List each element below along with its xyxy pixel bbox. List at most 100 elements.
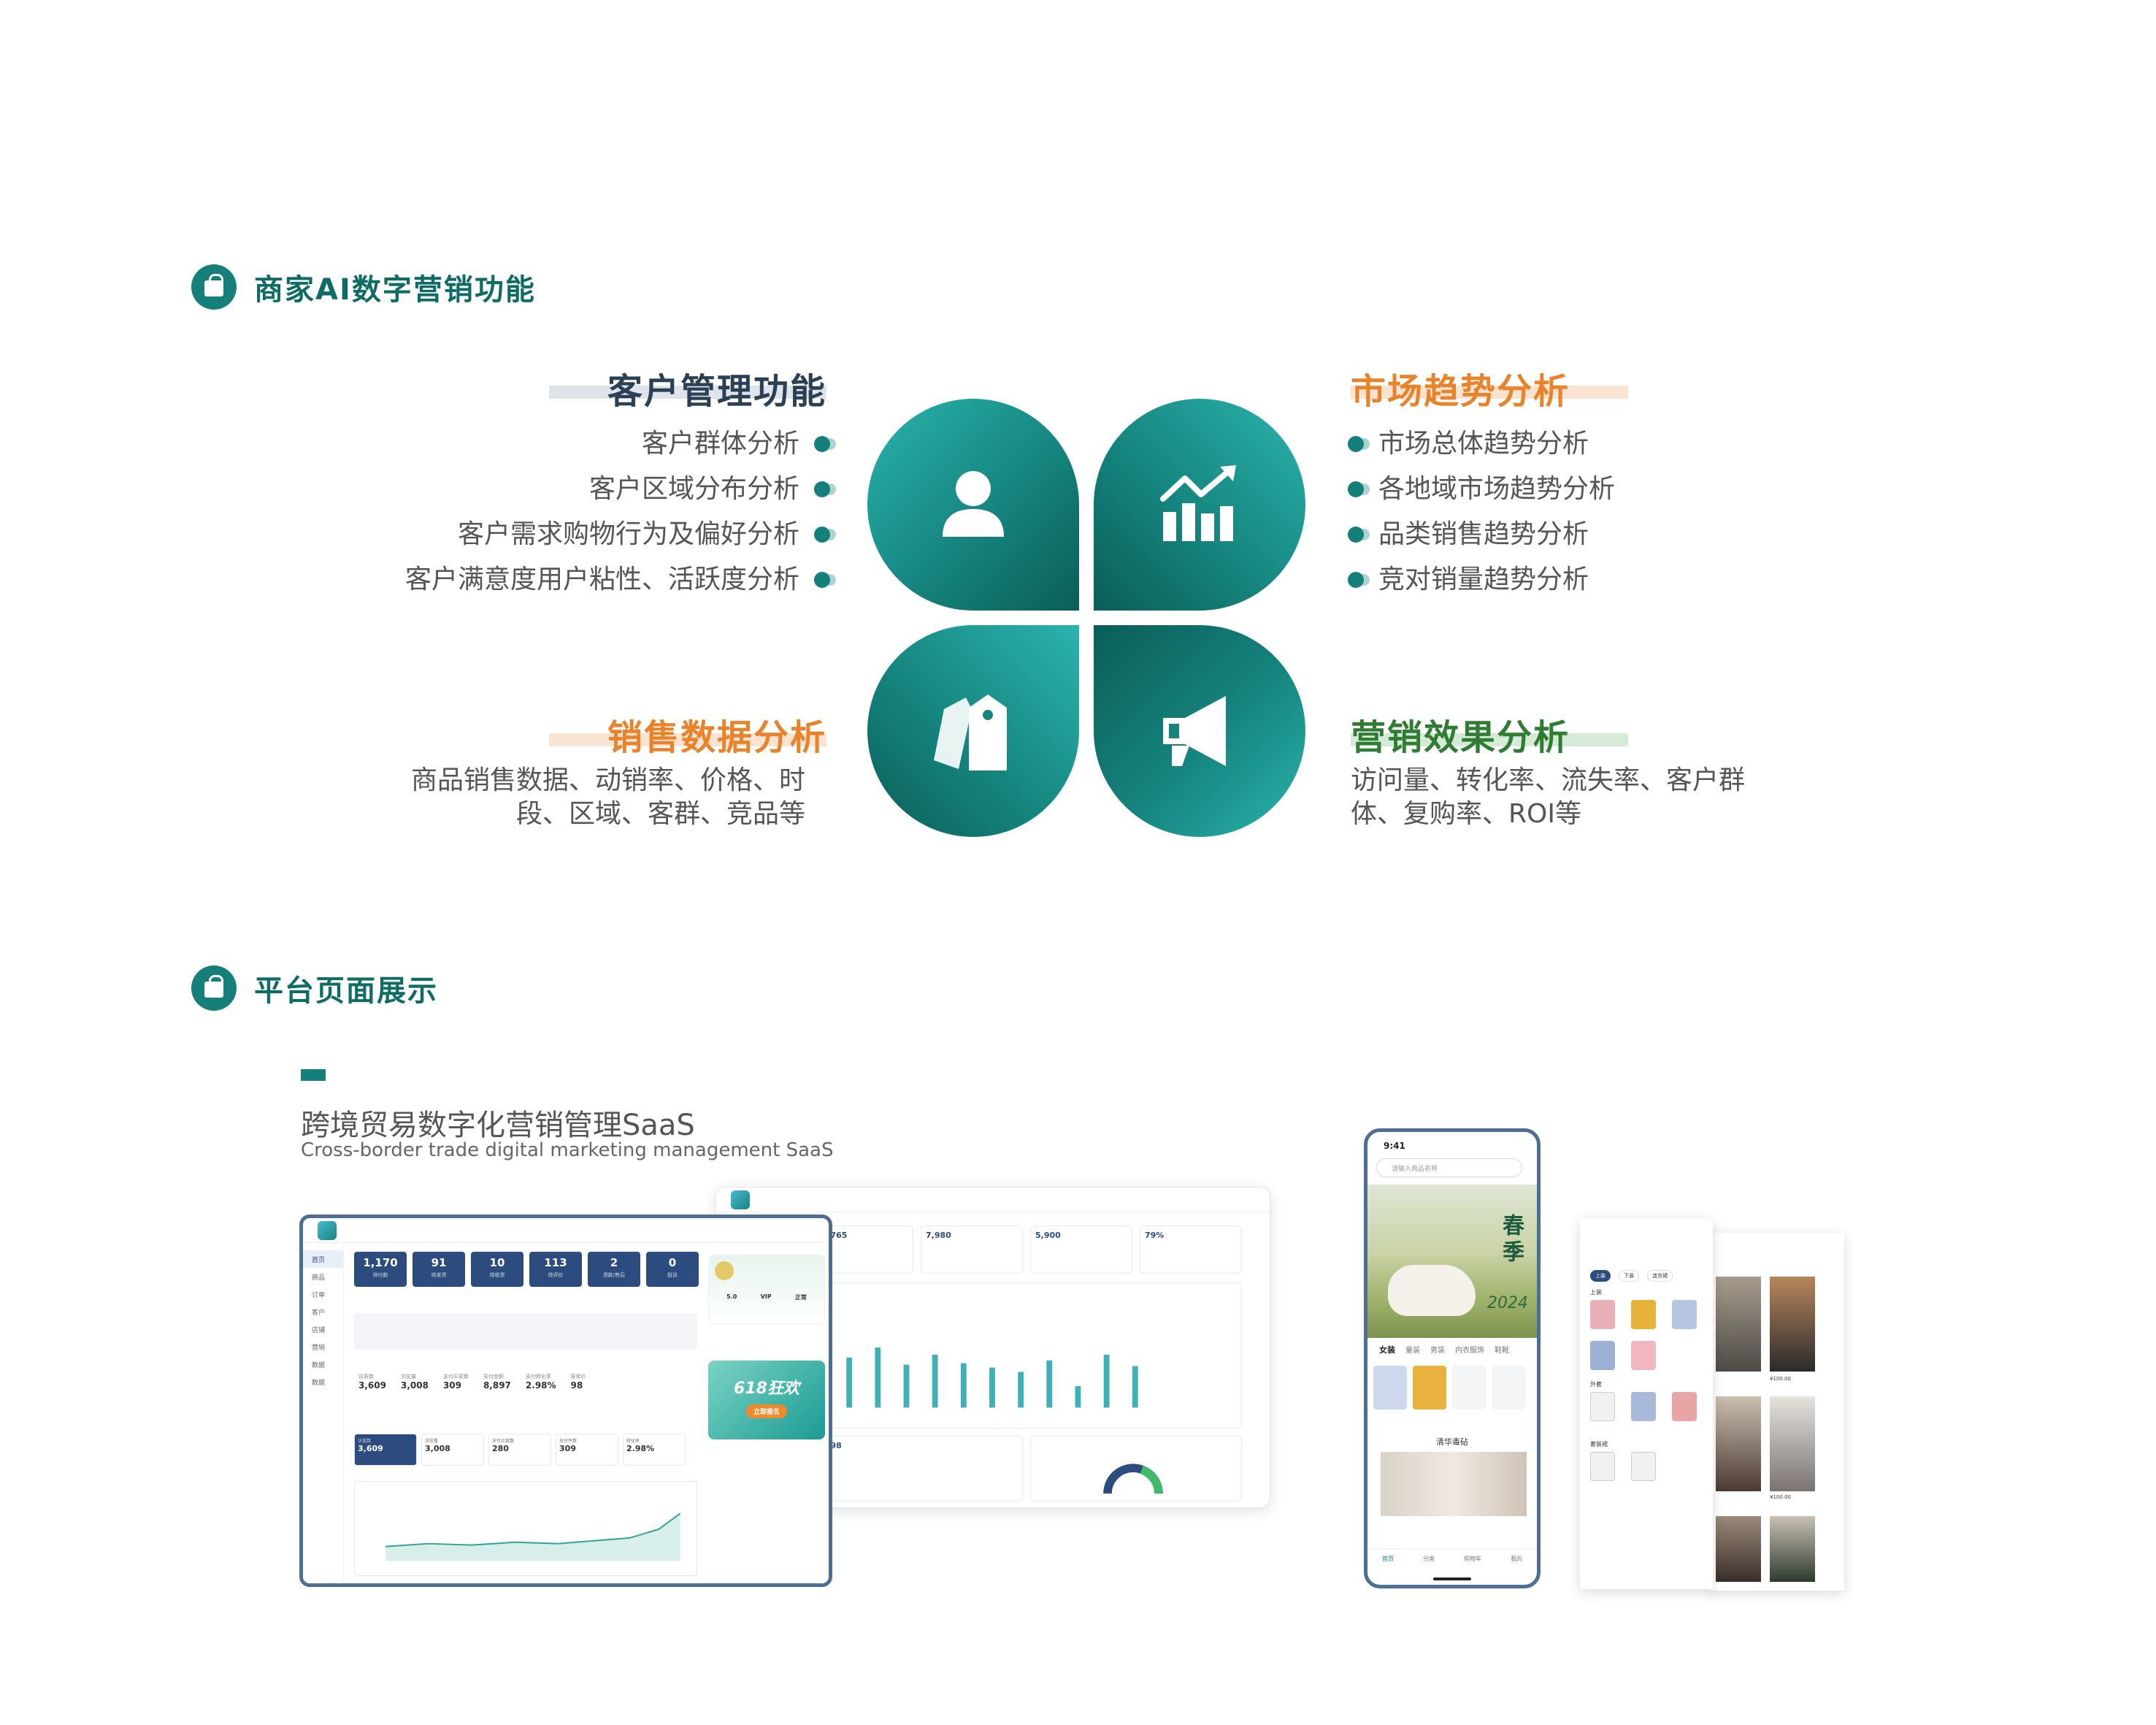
category-tag[interactable]: 连衣裙 bbox=[1647, 1270, 1673, 1282]
goods-row bbox=[1373, 1366, 1525, 1410]
effect-title-underline bbox=[1351, 733, 1628, 746]
bullet-dot-icon bbox=[814, 481, 836, 497]
tab[interactable]: 内衣服饰 bbox=[1455, 1347, 1484, 1355]
sidebar-item[interactable]: 数据 bbox=[312, 1379, 326, 1387]
promo-banner[interactable]: 618狂欢 立即报名 bbox=[708, 1361, 825, 1439]
stat-card: 5,900 bbox=[1030, 1225, 1132, 1274]
bullet-dot-icon bbox=[1348, 572, 1370, 588]
sidebar-item[interactable]: 订单 bbox=[312, 1291, 326, 1299]
sales-title-underline bbox=[549, 733, 826, 746]
sidebar-item[interactable]: 首页 bbox=[303, 1250, 343, 1268]
donut-card bbox=[1030, 1436, 1242, 1502]
sidebar-item[interactable]: 数据 bbox=[312, 1361, 326, 1369]
product-thumb[interactable] bbox=[1631, 1341, 1656, 1370]
shop-profile-card: 5.0 VIP 正常 bbox=[708, 1255, 825, 1324]
app-screenshot-category: 上装 下装 连衣裙 上装 外套 套装裙 bbox=[1580, 1218, 1713, 1589]
product-thumb[interactable] bbox=[1672, 1300, 1697, 1329]
stat-card: 7,980 bbox=[921, 1225, 1023, 1274]
product-thumb[interactable] bbox=[1590, 1452, 1615, 1481]
tab[interactable]: 男装 bbox=[1430, 1347, 1445, 1355]
product-thumb[interactable] bbox=[1631, 1300, 1656, 1329]
product-photo bbox=[1770, 1277, 1815, 1372]
effect-leaf bbox=[1094, 625, 1305, 837]
nav-item-category[interactable]: 分类 bbox=[1423, 1556, 1435, 1562]
category-tag[interactable]: 上装 bbox=[1590, 1270, 1611, 1282]
sidebar-item[interactable]: 客户 bbox=[312, 1309, 326, 1317]
saas-title-en: Cross-border trade digital marketing man… bbox=[301, 1139, 834, 1161]
customer-leaf bbox=[867, 399, 1079, 611]
product-thumb[interactable] bbox=[1631, 1392, 1656, 1421]
banner-title: 春季 bbox=[1498, 1214, 1524, 1266]
product-photo bbox=[1716, 1516, 1761, 1582]
category-tabs: 女装 童装 男装 内衣服饰 鞋靴 bbox=[1379, 1344, 1509, 1355]
search-input[interactable]: 请输入商品名称 bbox=[1376, 1158, 1522, 1177]
spring-banner[interactable]: 春季 2024 bbox=[1367, 1185, 1537, 1338]
tab[interactable]: 童装 bbox=[1405, 1347, 1420, 1355]
product-thumb[interactable] bbox=[1590, 1300, 1615, 1329]
notice-box bbox=[354, 1313, 697, 1350]
sidebar-item[interactable]: 营销 bbox=[312, 1344, 326, 1352]
tab[interactable]: 女装 bbox=[1379, 1345, 1395, 1355]
list-item: 客户区域分布分析 bbox=[405, 467, 836, 512]
shopping-bag-icon bbox=[191, 264, 237, 310]
sales-leaf bbox=[867, 625, 1079, 837]
product-photo bbox=[1770, 1396, 1815, 1491]
sidebar-item[interactable]: 商品 bbox=[312, 1274, 326, 1282]
tab[interactable]: 鞋靴 bbox=[1495, 1347, 1509, 1355]
effect-line: 访问量、转化率、流失率、客户群 bbox=[1351, 765, 1746, 795]
app-screenshot-feed: ¥100.00 ¥100.00 bbox=[1708, 1233, 1844, 1591]
section-title: 平台页面展示 bbox=[254, 974, 438, 1008]
list-item: 客户群体分析 bbox=[405, 421, 836, 467]
bar-chart bbox=[846, 1347, 1138, 1408]
bullet-dot-icon bbox=[1348, 527, 1370, 543]
product-thumb[interactable] bbox=[1590, 1392, 1615, 1421]
product-thumb[interactable] bbox=[1631, 1452, 1656, 1481]
promo-button[interactable]: 立即报名 bbox=[745, 1404, 787, 1418]
category-tag[interactable]: 下装 bbox=[1619, 1270, 1640, 1282]
product-thumb[interactable] bbox=[1373, 1366, 1407, 1410]
sidebar-item[interactable]: 店铺 bbox=[312, 1326, 326, 1334]
nav-item-cart[interactable]: 购物车 bbox=[1464, 1556, 1481, 1562]
home-indicator bbox=[1433, 1577, 1471, 1580]
product-thumb[interactable] bbox=[1492, 1366, 1525, 1410]
product-thumb[interactable] bbox=[1672, 1392, 1697, 1421]
stat-card: 79% bbox=[1140, 1225, 1242, 1274]
nav-item-home[interactable]: 首页 bbox=[1382, 1556, 1394, 1562]
market-list: 市场总体趋势分析 各地域市场趋势分析 品类销售趋势分析 竞对销量趋势分析 bbox=[1348, 421, 1615, 603]
line-card: 1,098 bbox=[811, 1436, 1023, 1502]
sheep-image bbox=[1388, 1265, 1476, 1316]
product-price: ¥100.00 bbox=[1770, 1376, 1791, 1382]
sales-line: 段、区域、客群、竞品等 bbox=[515, 799, 805, 829]
bullet-dot-icon bbox=[1348, 481, 1370, 497]
section-heading-showcase: 平台页面展示 bbox=[191, 965, 438, 1011]
nav-item-profile[interactable]: 我的 bbox=[1511, 1556, 1522, 1562]
product-thumb[interactable] bbox=[1413, 1366, 1446, 1410]
customer-list: 客户群体分析 客户区域分布分析 客户需求购物行为及偏好分析 客户满意度用户粘性、… bbox=[405, 421, 836, 603]
bullet-dot-icon bbox=[814, 527, 836, 543]
customer-title-underline bbox=[549, 386, 826, 399]
sidebar: 首页 商品 订单 客户 店铺 营销 数据 数据 bbox=[303, 1243, 344, 1583]
profile-stat: VIP bbox=[760, 1293, 772, 1300]
app-screenshot-home: 9:41 请输入商品名称 春季 2024 女装 童装 男装 内衣服饰 鞋靴 清华… bbox=[1364, 1128, 1541, 1588]
product-thumb[interactable] bbox=[1590, 1341, 1615, 1370]
product-thumb[interactable] bbox=[1452, 1366, 1486, 1410]
list-item: 竞对销量趋势分析 bbox=[1348, 557, 1615, 603]
app-logo bbox=[318, 1220, 337, 1240]
feature-photo[interactable] bbox=[1381, 1452, 1527, 1516]
